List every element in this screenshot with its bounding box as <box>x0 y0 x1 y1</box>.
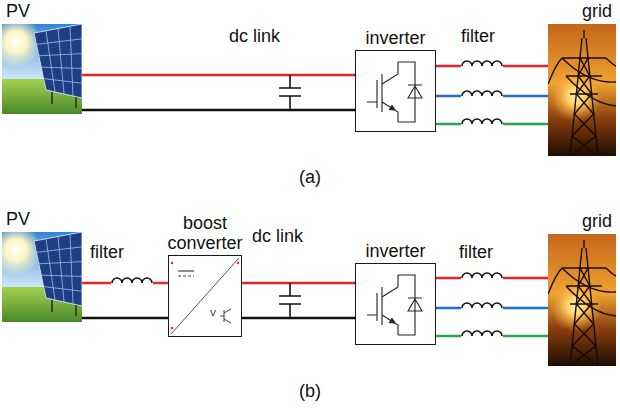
grid-image: grid <box>548 24 616 156</box>
symbol-text: V <box>210 309 216 319</box>
heading-slot: grid <box>582 2 612 22</box>
node-heading: PV <box>6 210 30 230</box>
heading-slot: boost converter <box>155 214 255 254</box>
wire <box>82 317 168 319</box>
igbt-symbol <box>367 62 422 122</box>
heading-slot: inverter <box>365 29 425 49</box>
subfigure-label: (a) <box>299 168 321 188</box>
component-label: filter <box>459 243 493 263</box>
node-heading: grid <box>582 2 612 22</box>
node-heading: grid <box>582 212 612 232</box>
wire <box>242 317 355 319</box>
subfigure-label: (b) <box>299 382 321 402</box>
node-heading: inverter <box>365 29 425 49</box>
node-heading: boost converter <box>155 214 255 254</box>
inverter-box: inverter <box>355 50 436 132</box>
boost-symbol <box>171 258 239 334</box>
label-slot: dc link <box>252 227 303 247</box>
wire <box>82 74 355 76</box>
pv-illustration <box>0 16 82 114</box>
node-heading: PV <box>6 2 30 22</box>
wire <box>242 282 355 284</box>
label-slot: V <box>210 309 216 319</box>
component-label: filter <box>461 27 495 47</box>
boost-converter-box: boost converter <box>168 255 242 337</box>
inverter-box: inverter <box>355 263 436 345</box>
grid-illustration <box>548 24 616 156</box>
component-label: filter <box>90 243 124 263</box>
pv-array: PV <box>2 232 82 322</box>
heading-slot: grid <box>582 212 612 232</box>
inductor-symbol <box>461 303 503 311</box>
component-label: dc link <box>229 27 280 47</box>
heading-slot: inverter <box>365 242 425 262</box>
wire <box>82 109 355 111</box>
label-slot: (a) <box>299 168 321 188</box>
heading-slot: PV <box>6 210 30 230</box>
inductor-symbol <box>111 278 153 286</box>
capacitor-symbol <box>279 75 301 110</box>
pv-illustration <box>0 224 82 322</box>
inductor-symbol <box>461 119 503 127</box>
inductor-symbol <box>461 273 503 281</box>
label-slot: filter <box>461 27 495 47</box>
label-slot: filter <box>459 243 493 263</box>
capacitor-symbol <box>279 283 301 318</box>
label-slot: dc link <box>229 27 280 47</box>
inductor-symbol <box>461 331 503 339</box>
grid-image: grid <box>548 234 616 366</box>
component-label: dc link <box>252 227 303 247</box>
inductor-symbol <box>461 91 503 99</box>
label-slot: filter <box>90 243 124 263</box>
heading-slot: PV <box>6 2 30 22</box>
igbt-symbol <box>367 275 422 335</box>
grid-illustration <box>548 234 616 366</box>
inductor-symbol <box>461 61 503 69</box>
node-heading: inverter <box>365 242 425 262</box>
pv-array: PV <box>2 24 82 114</box>
label-slot: (b) <box>299 382 321 402</box>
